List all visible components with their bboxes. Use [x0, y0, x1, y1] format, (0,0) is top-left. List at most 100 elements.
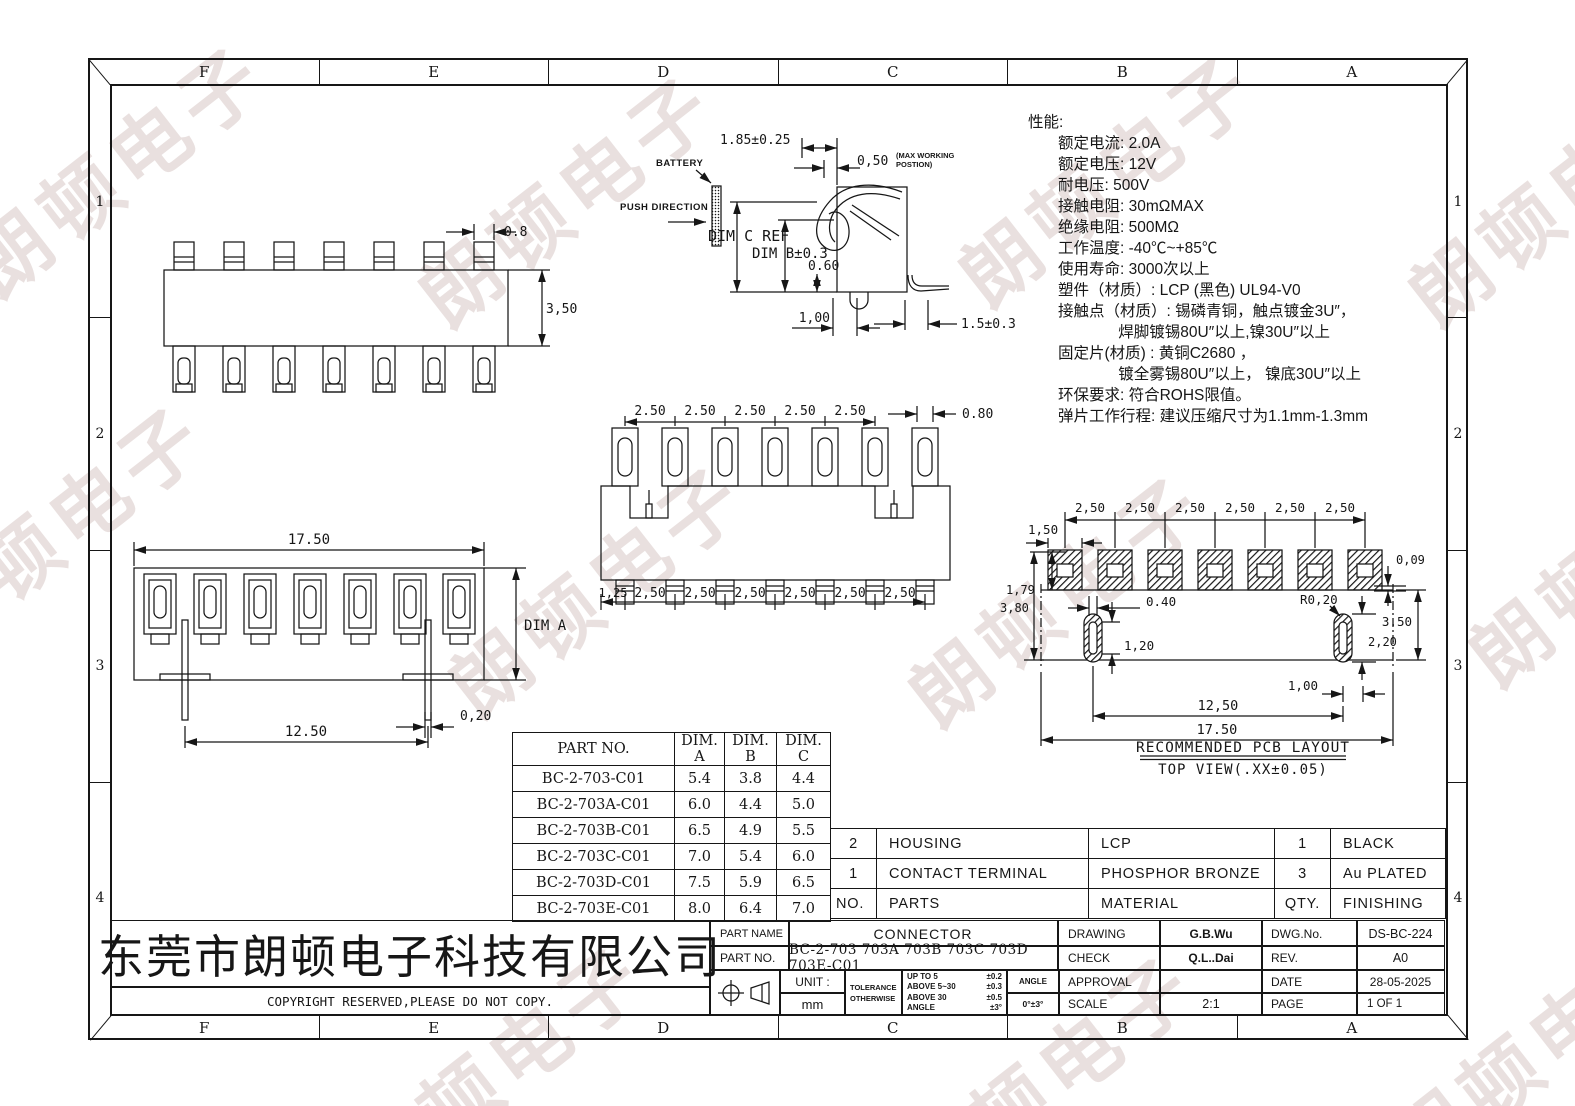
zone-letter: D — [549, 60, 779, 84]
col-header: DIM. A — [674, 732, 725, 766]
pcb-dims-top: 2,50 2,50 2,50 2,50 2,50 2,50 1,50 — [1026, 500, 1366, 548]
dim-label: 3,50 — [546, 302, 577, 317]
svg-text:2,50: 2,50 — [1225, 500, 1255, 515]
unit-value: mm — [779, 992, 846, 1016]
svg-text:1,79: 1,79 — [1006, 583, 1035, 597]
spec-line: 使用寿命: 3000次以上 — [1058, 261, 1210, 278]
tolerance-label: TOLERANCE OTHERWISE — [844, 969, 903, 1016]
drawing-label: DRAWING — [1058, 920, 1161, 947]
dwg-no-label: DWG.No. — [1261, 920, 1358, 947]
part-no-value: BC-2-703 703A 703B 703C 703D 703E-C01 — [788, 942, 1058, 974]
svg-text:2,50: 2,50 — [1175, 500, 1205, 515]
dim-label: 1.5±0.3 — [961, 317, 1016, 332]
dim-label: 1,00 — [799, 311, 830, 326]
svg-text:R0,20: R0,20 — [1300, 592, 1338, 607]
zone-letter: B — [1008, 1016, 1238, 1040]
svg-text:TOP VIEW(.XX±0.05): TOP VIEW(.XX±0.05) — [1158, 762, 1328, 778]
part-name-value: CONNECTOR — [788, 920, 1058, 947]
date-value: 28-05-2025 — [1356, 969, 1445, 994]
unit-label: UNIT : — [779, 969, 846, 994]
approval-value — [1159, 969, 1263, 994]
zone-numbers-right: 1 2 3 4 — [1448, 86, 1468, 1014]
svg-text:2,50: 2,50 — [734, 586, 765, 601]
drawing-value: G.B.Wu — [1159, 920, 1263, 947]
view-top: 0.8 3,50 — [163, 224, 577, 393]
approval-label: APPROVAL — [1058, 969, 1161, 994]
bottom-view-body — [600, 427, 951, 605]
company-cell: 东莞市朗顿电子科技有限公司 — [98, 920, 720, 988]
zone-number: 3 — [90, 551, 110, 783]
col-header: DIM. B — [724, 732, 777, 766]
top-view-body — [163, 241, 509, 393]
rev-label: REV. — [1261, 945, 1358, 971]
svg-text:1,50: 1,50 — [1028, 522, 1058, 537]
front-view-dims: 17.50 — [133, 532, 485, 566]
svg-text:3,80: 3,80 — [1000, 601, 1029, 615]
zone-letter: F — [90, 60, 320, 84]
top-view-dims: 0.8 3,50 — [446, 224, 577, 347]
battery-callout: BATTERY PUSH DIRECTION — [620, 158, 722, 247]
angle-value: 0°±3° — [1006, 992, 1060, 1016]
copyright-cell: COPYRIGHT RESERVED,PLEASE DO NOT COPY. — [110, 986, 710, 1016]
part-name-label: PART NAME — [710, 920, 790, 947]
svg-text:2,50: 2,50 — [684, 586, 715, 601]
dim-label: DIM C REF — [708, 227, 789, 245]
zone-number: 4 — [1453, 890, 1463, 907]
projection-symbol-cell — [710, 969, 781, 1016]
zone-numbers-left: 1 2 3 4 — [90, 86, 110, 1014]
check-label: CHECK — [1058, 945, 1161, 971]
spec-title: 性能: — [1028, 114, 1064, 131]
pcb-title: RECOMMENDED PCB LAYOUT TOP VIEW(.XX±0.05… — [1136, 740, 1349, 778]
svg-text:2,50: 2,50 — [1075, 500, 1105, 515]
svg-text:1,25: 1,25 — [599, 586, 628, 600]
spec-line: 镀全雾锡80U″以上， 镍底30U″以上 — [1058, 366, 1361, 383]
svg-text:0,20: 0,20 — [460, 709, 491, 724]
side-view-body — [730, 184, 950, 310]
zone-number: 1 — [90, 86, 110, 319]
front-view-dims2: DIM A 0,20 12.50 — [184, 567, 567, 748]
svg-text:12.50: 12.50 — [285, 724, 327, 740]
spec-line: 塑件（材质）: LCP (黑色) UL94-V0 — [1058, 282, 1301, 299]
zone-number: 4 — [95, 890, 105, 907]
svg-text:2,50: 2,50 — [834, 586, 865, 601]
copyright-text: COPYRIGHT RESERVED,PLEASE DO NOT COPY. — [267, 993, 553, 1009]
page-label: PAGE — [1261, 992, 1358, 1016]
view-side: BATTERY PUSH DIRECTION 1.85±0.25 0,50 (M… — [620, 133, 1016, 336]
battery-label: BATTERY — [656, 158, 703, 169]
scale-value: 2:1 — [1159, 992, 1263, 1016]
svg-text:12,50: 12,50 — [1198, 698, 1239, 714]
spec-line: 额定电压: 12V — [1058, 156, 1157, 173]
zone-letters-top: F E D C B A — [90, 60, 1466, 84]
tolerance-list: UP TO 5±0.2 ABOVE 5~30±0.3 ABOVE 30±0.5 … — [901, 969, 1008, 1016]
spec-line: 额定电流: 2.0A — [1058, 135, 1161, 152]
zone-letter: A — [1346, 63, 1358, 81]
svg-text:2,20: 2,20 — [1368, 635, 1397, 649]
push-direction-label: PUSH DIRECTION — [620, 202, 708, 213]
dim-label: 0.8 — [504, 225, 527, 240]
svg-text:17.50: 17.50 — [288, 532, 330, 548]
angle-label: ANGLE — [1006, 969, 1060, 994]
svg-text:2,50: 2,50 — [784, 586, 815, 601]
zone-letter: C — [779, 60, 1008, 84]
check-value: Q.L..Dai — [1159, 945, 1263, 971]
svg-text:2.50: 2.50 — [834, 404, 865, 419]
svg-text:0.80: 0.80 — [962, 407, 993, 422]
pcb-pads — [1047, 549, 1383, 591]
spec-line: 工作温度: -40℃~+85℃ — [1058, 240, 1218, 257]
zone-letter: B — [1008, 60, 1238, 84]
dim-label: DIM B±0.3 — [752, 246, 828, 262]
view-front: 17.50 DIM A 0,20 12.50 — [133, 532, 567, 748]
spec-line: 绝缘电阻: 500MΩ — [1058, 219, 1179, 236]
svg-text:2,50: 2,50 — [634, 586, 665, 601]
part-dimension-table: PART NO. DIM. A DIM. B DIM. C BC-2-703-C… — [512, 732, 831, 922]
svg-text:2.50: 2.50 — [784, 404, 815, 419]
dim-label: 0.60 — [808, 259, 839, 274]
